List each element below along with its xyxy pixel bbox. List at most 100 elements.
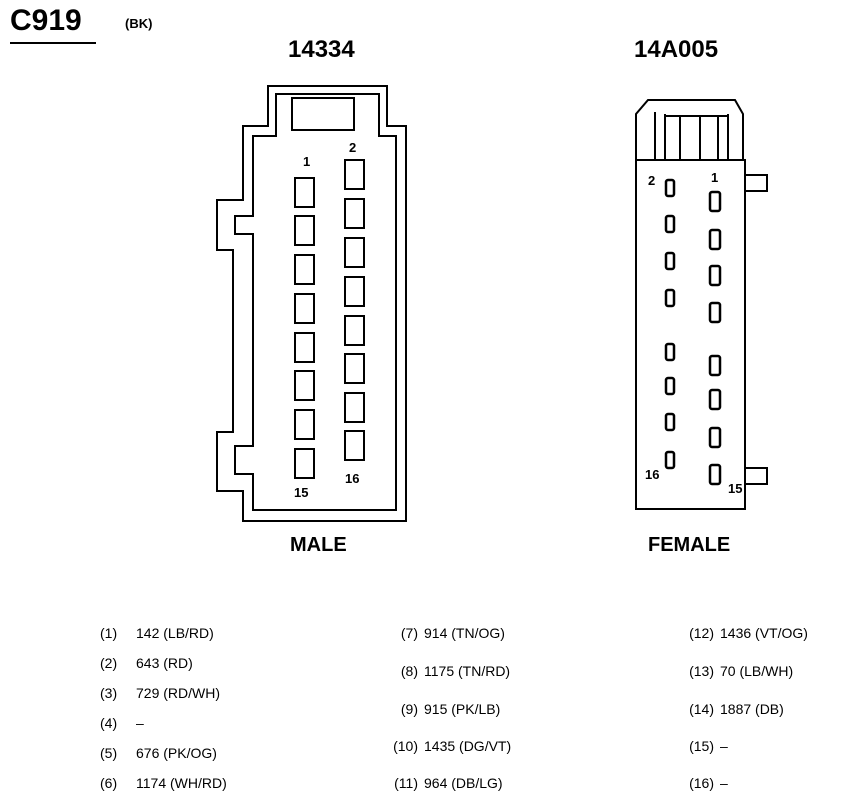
male-pin-label-1: 1	[303, 154, 310, 169]
pin-number: (7)	[400, 625, 418, 641]
male-pin-3	[294, 215, 315, 246]
circuit: 1436 (VT/OG)	[720, 625, 808, 641]
female-pin-10	[664, 342, 676, 362]
female-pin-3	[708, 228, 722, 251]
circuit: 643 (RD)	[136, 655, 193, 671]
connector-id: C919	[10, 4, 82, 37]
circuit: 1175 (TN/RD)	[424, 663, 511, 679]
male-part-number: 14334	[288, 36, 355, 63]
female-pin-9	[708, 354, 722, 377]
male-pin-label-2: 2	[349, 140, 356, 155]
female-pin-4	[664, 214, 676, 234]
wire-row: (6) 1174 (WH/RD)	[100, 775, 227, 791]
circuit: 676 (PK/OG)	[136, 745, 217, 761]
female-pin-15	[708, 463, 722, 486]
male-pin-2	[344, 159, 365, 190]
female-pin-5	[708, 264, 722, 287]
pin-number: (14)	[689, 701, 714, 717]
male-pin-14	[344, 392, 365, 423]
female-top-hood	[635, 99, 744, 161]
female-pin-label-16: 16	[645, 467, 659, 482]
wire-row: (4) –	[100, 715, 144, 731]
pin-number: (5)	[100, 745, 118, 761]
circuit: –	[136, 715, 144, 731]
male-pin-11	[294, 370, 315, 401]
male-pin-12	[344, 353, 365, 384]
male-pin-13	[294, 409, 315, 440]
wire-row: (2) 643 (RD)	[100, 655, 193, 671]
male-label: MALE	[290, 534, 347, 556]
male-pin-16	[344, 430, 365, 461]
circuit: 914 (TN/OG)	[424, 625, 505, 641]
wire-row: (15) –	[668, 738, 728, 754]
pin-number: (10)	[393, 738, 418, 754]
male-pin-label-16: 16	[345, 471, 359, 486]
wire-row: (13) 70 (LB/WH)	[668, 663, 793, 679]
circuit: –	[720, 775, 728, 791]
female-pins	[664, 178, 722, 486]
female-tab-top	[744, 174, 768, 192]
pin-number: (16)	[689, 775, 714, 791]
wire-row: (9) 915 (PK/LB)	[372, 701, 500, 717]
male-pin-label-15: 15	[294, 485, 308, 500]
pin-number: (13)	[689, 663, 714, 679]
circuit: 1435 (DG/VT)	[424, 738, 512, 754]
female-pin-11	[708, 388, 722, 411]
pin-number: (15)	[689, 738, 714, 754]
male-pins	[294, 159, 365, 479]
female-pin-2	[664, 178, 676, 198]
circuit: 70 (LB/WH)	[720, 663, 794, 679]
connector-diagram: 1 2 15 16 2 1 16 15	[216, 85, 768, 522]
pin-number: (3)	[100, 685, 118, 701]
wire-row: (8) 1175 (TN/RD)	[372, 663, 510, 679]
pin-number: (12)	[689, 625, 714, 641]
female-pin-6	[664, 251, 676, 271]
female-pin-label-1: 1	[711, 170, 718, 185]
male-pin-4	[344, 198, 365, 229]
male-pin-6	[344, 237, 365, 268]
male-pin-7	[294, 293, 315, 324]
circuit: 1887 (DB)	[720, 701, 784, 717]
wire-row: (12) 1436 (VT/OG)	[668, 625, 808, 641]
female-pin-7	[708, 301, 722, 324]
connector-id-underline	[10, 42, 96, 44]
wire-row: (11) 964 (DB/LG)	[372, 775, 503, 791]
male-pin-8	[344, 276, 365, 307]
female-pin-12	[664, 376, 676, 396]
male-housing-inner	[234, 93, 397, 511]
female-pin-label-2: 2	[648, 173, 655, 188]
male-housing-outer	[216, 85, 407, 522]
female-pin-14	[664, 412, 676, 432]
wire-row: (16) –	[668, 775, 728, 791]
circuit: –	[720, 738, 728, 754]
wire-row: (7) 914 (TN/OG)	[372, 625, 505, 641]
male-pin-9	[294, 332, 315, 363]
female-pin-13	[708, 426, 722, 449]
pin-number: (6)	[100, 775, 118, 791]
pin-number: (9)	[400, 701, 418, 717]
female-pin-1	[708, 190, 722, 213]
pin-number: (11)	[394, 775, 418, 791]
pin-number: (4)	[100, 715, 118, 731]
wire-row: (14) 1887 (DB)	[668, 701, 784, 717]
wire-row: (1) 142 (LB/RD)	[100, 625, 214, 641]
male-pin-1	[294, 177, 315, 208]
pin-number: (1)	[100, 625, 118, 641]
pin-number: (8)	[400, 663, 418, 679]
wire-row: (10) 1435 (DG/VT)	[372, 738, 511, 754]
female-pin-16	[664, 450, 676, 470]
wire-row: (5) 676 (PK/OG)	[100, 745, 217, 761]
male-latch	[291, 97, 355, 131]
male-pin-5	[294, 254, 315, 285]
female-tab-bottom	[744, 467, 768, 485]
wire-row: (3) 729 (RD/WH)	[100, 685, 220, 701]
circuit: 964 (DB/LG)	[424, 775, 503, 791]
female-part-number: 14A005	[634, 36, 719, 63]
female-housing	[635, 159, 746, 510]
male-pin-15	[294, 448, 315, 479]
female-pin-label-15: 15	[728, 481, 742, 496]
pin-number: (2)	[100, 655, 118, 671]
circuit: 729 (RD/WH)	[136, 685, 221, 701]
circuit: 1174 (WH/RD)	[136, 775, 227, 791]
male-pin-10	[344, 315, 365, 346]
